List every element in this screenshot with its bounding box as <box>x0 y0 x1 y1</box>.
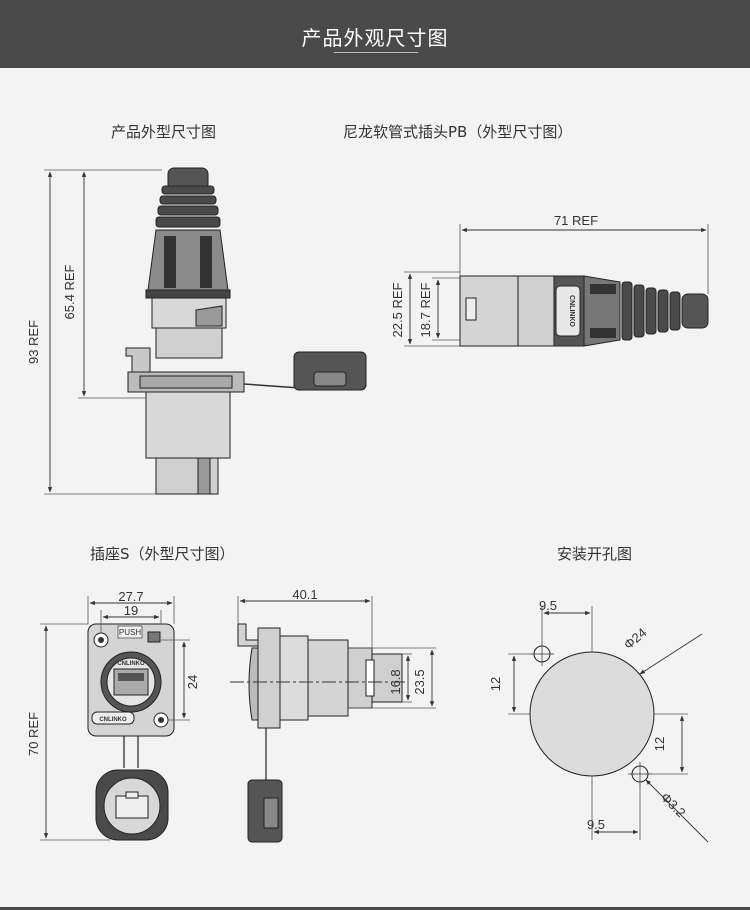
dim-plug-length: 71 REF <box>554 213 598 228</box>
dim-side-h1: 16.8 <box>388 669 403 694</box>
dim-outline-upper: 65.4 REF <box>62 264 77 319</box>
dim-hole-y-right: 12 <box>652 737 667 751</box>
plug-drawing: CNLINKO 71 REF 22.5 REF 18.7 REF <box>390 213 709 347</box>
title-underline <box>334 52 418 53</box>
dim-plug-h1: 22.5 REF <box>390 282 405 337</box>
footer-bar <box>0 907 750 910</box>
dim-hole-y-left: 12 <box>488 677 503 691</box>
socket-front-drawing: PUSH CNLINKO CNLINKO 27.7 19 24 <box>26 589 200 841</box>
dim-socket-h1: 24 <box>185 675 200 689</box>
dim-hole-x-bottom: 9.5 <box>587 817 605 832</box>
dim-socket-total: 70 REF <box>26 712 41 756</box>
dim-outline-total: 93 REF <box>26 320 41 364</box>
dim-hole-diameter: Φ24 <box>621 625 650 652</box>
dim-plug-h2: 18.7 REF <box>418 282 433 337</box>
socket-side-drawing: 40.1 16.8 23.5 <box>230 587 436 843</box>
dim-hole-x-top: 9.5 <box>539 598 557 613</box>
flange-brand-logo: CNLINKO <box>99 717 127 723</box>
dim-hole-small: Φ3.2 <box>658 789 689 820</box>
socket-brand-logo: CNLINKO <box>117 661 145 667</box>
push-label: PUSH <box>119 628 141 637</box>
dim-socket-w2: 19 <box>124 603 138 618</box>
dim-socket-w1: 27.7 <box>118 589 143 604</box>
section-title-socket: 插座S（外型尺寸图） <box>90 545 235 563</box>
dim-side-h2: 23.5 <box>412 669 427 694</box>
page-header: 产品外观尺寸图 <box>0 0 750 68</box>
outline-drawing: 93 REF 65.4 REF <box>26 167 367 495</box>
page-title: 产品外观尺寸图 <box>301 26 449 50</box>
plug-brand-logo: CNLINKO <box>568 295 575 327</box>
section-title-plug: 尼龙软管式插头PB（外型尺寸图） <box>343 123 573 141</box>
mounting-drawing: Φ24 Φ3.2 9.5 12 12 9.5 <box>488 598 709 843</box>
section-title-outline: 产品外型尺寸图 <box>111 123 217 141</box>
section-title-mounting: 安装开孔图 <box>557 545 633 563</box>
dim-side-length: 40.1 <box>292 587 317 602</box>
